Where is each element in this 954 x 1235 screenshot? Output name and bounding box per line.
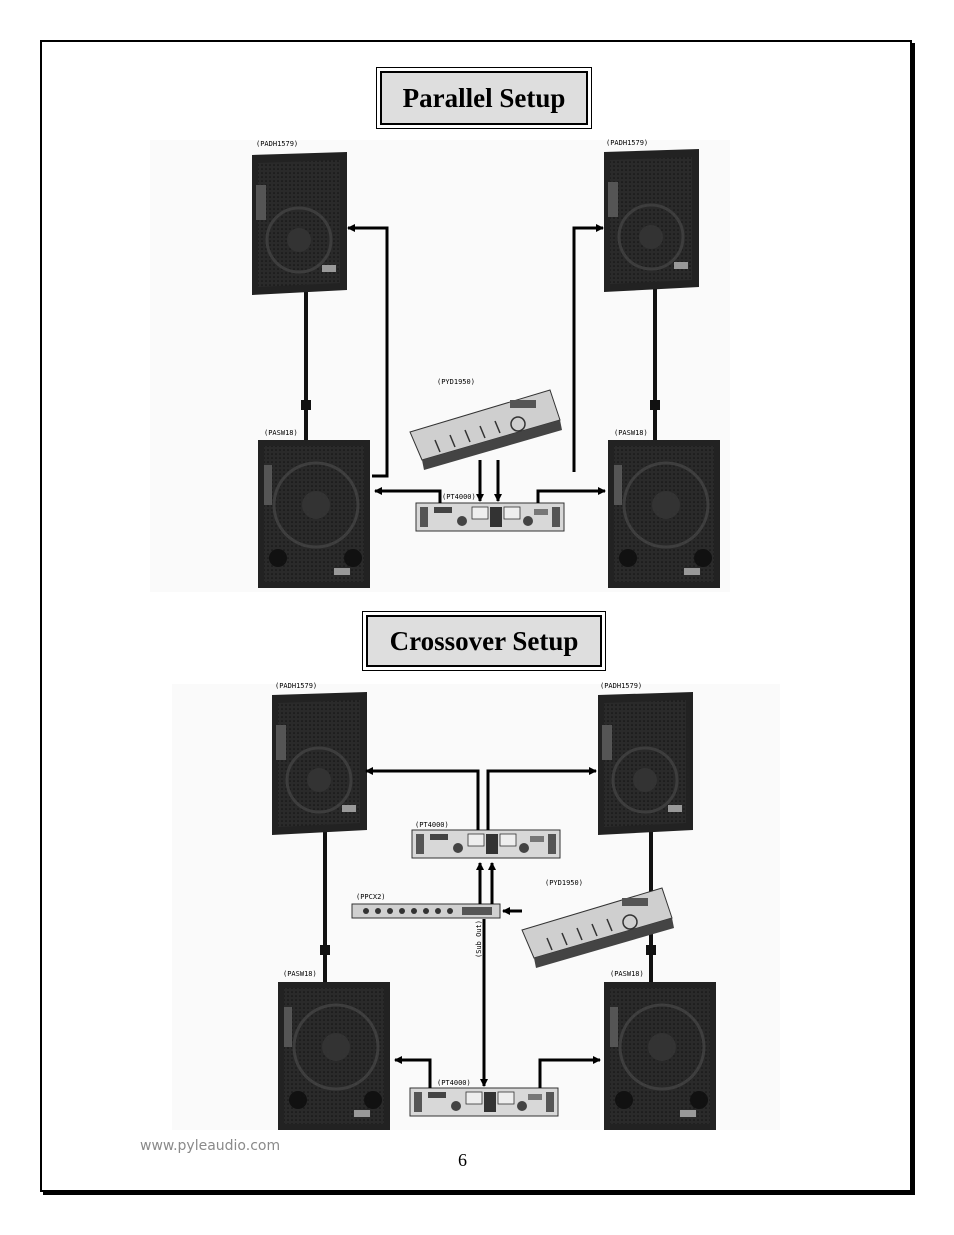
- crossover-sub-out-label: (Sub Out): [475, 920, 483, 958]
- parallel-top-left-speaker: [250, 150, 349, 297]
- parallel-bottom-left-sub: [256, 438, 372, 590]
- crossover-bottom-left-sub: [276, 980, 392, 1132]
- parallel-top-right-speaker-label: (PADH1579): [606, 139, 648, 147]
- crossover-unit-label: (PPCX2): [356, 893, 386, 901]
- parallel-amp-label: (PT4000): [442, 493, 476, 501]
- page-border: [40, 40, 912, 1192]
- parallel-poles: [304, 288, 657, 440]
- crossover-top-amp-label: (PT4000): [415, 821, 449, 829]
- parallel-setup-title-text: Parallel Setup: [402, 82, 566, 113]
- parallel-amp: [415, 502, 565, 532]
- crossover-cables: [365, 767, 601, 1088]
- parallel-top-left-speaker-label: (PADH1579): [256, 140, 298, 148]
- crossover-bottom-left-sub-label: (PASW18): [283, 970, 317, 978]
- parallel-pole-clamps: [301, 400, 660, 410]
- crossover-bottom-right-sub-label: (PASW18): [610, 970, 644, 978]
- footer-url: www.pyleaudio.com: [140, 1138, 281, 1154]
- parallel-bottom-right-sub: [606, 438, 722, 590]
- page-number: 6: [458, 1150, 467, 1170]
- crossover-unit: [351, 903, 501, 919]
- crossover-mixer-label: (PYD1950): [545, 879, 583, 887]
- crossover-top-left-speaker: [270, 690, 369, 837]
- parallel-cables: [347, 224, 606, 503]
- crossover-top-left-speaker-label: (PADH1579): [275, 682, 317, 690]
- parallel-top-right-speaker: [602, 147, 701, 294]
- crossover-top-right-speaker: [596, 690, 695, 837]
- crossover-top-right-speaker-label: (PADH1579): [600, 682, 642, 690]
- crossover-bottom-right-sub: [602, 980, 718, 1132]
- parallel-setup-title: Parallel Setup: [376, 67, 592, 129]
- crossover-setup-title: Crossover Setup: [362, 611, 606, 671]
- crossover-bottom-amp-label: (PT4000): [437, 1079, 471, 1087]
- parallel-bottom-left-sub-label: (PASW18): [264, 429, 298, 437]
- parallel-mixer-label: (PYD1950): [437, 378, 475, 386]
- parallel-bottom-right-sub-label: (PASW18): [614, 429, 648, 437]
- crossover-setup-title-text: Crossover Setup: [389, 625, 579, 656]
- crossover-pole-clamps: [320, 945, 656, 955]
- crossover-top-amp: [411, 829, 561, 859]
- crossover-bottom-amp: [409, 1087, 559, 1117]
